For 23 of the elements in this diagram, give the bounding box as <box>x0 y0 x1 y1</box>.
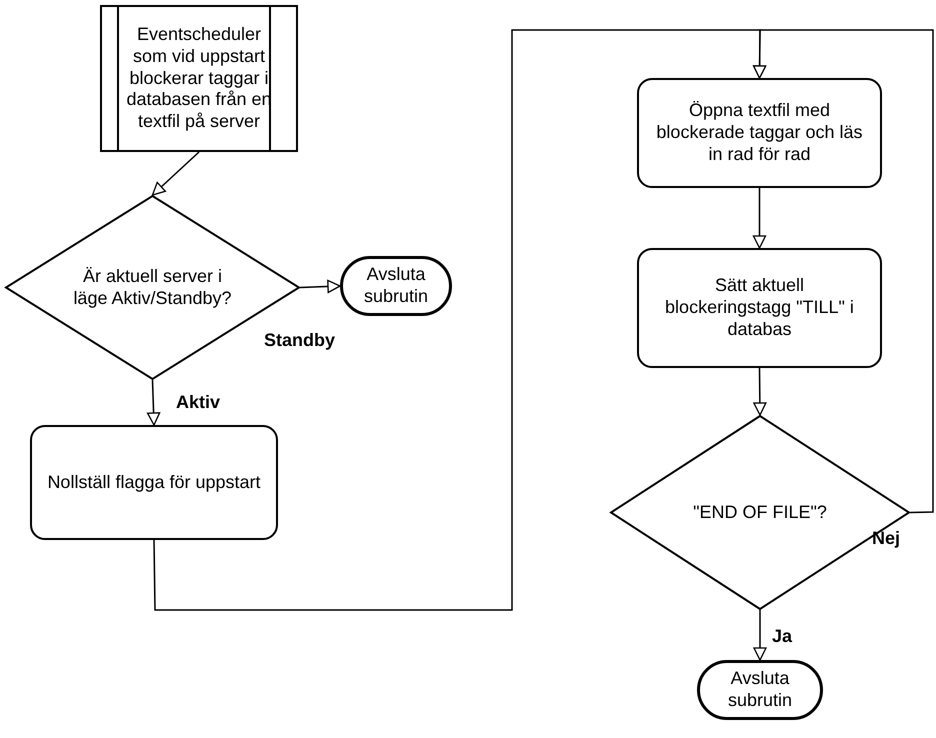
edge-label: Aktiv <box>176 392 220 413</box>
arrow <box>152 151 200 196</box>
edge-label: Ja <box>772 626 792 647</box>
edge-label: Nej <box>872 528 900 549</box>
arrow <box>300 280 341 294</box>
predefined-process-box <box>100 5 298 152</box>
arrow <box>752 188 766 249</box>
arrow <box>146 380 160 426</box>
node-text: Sätt aktuell blockeringstagg "TILL" i databas <box>664 275 855 341</box>
arrow <box>753 368 767 416</box>
node-text: Avsluta subrutin <box>362 264 430 308</box>
process-box <box>30 425 278 540</box>
node-text: "END OF FILE"? <box>693 502 827 524</box>
decision-diamond <box>610 415 910 610</box>
node-text: Nollställ flagga för uppstart <box>47 472 261 494</box>
arrow <box>752 29 934 514</box>
node-text: Är aktuell server i läge Aktiv/Standby? <box>72 266 233 310</box>
process-box <box>637 78 882 188</box>
arrow <box>753 610 767 661</box>
edge-label: Standby <box>264 330 336 351</box>
process-box <box>637 248 882 368</box>
node-text: Avsluta subrutin <box>726 668 794 712</box>
node-text: Öppna textfil med blockerade taggar och läs in rad för rad <box>655 100 864 166</box>
